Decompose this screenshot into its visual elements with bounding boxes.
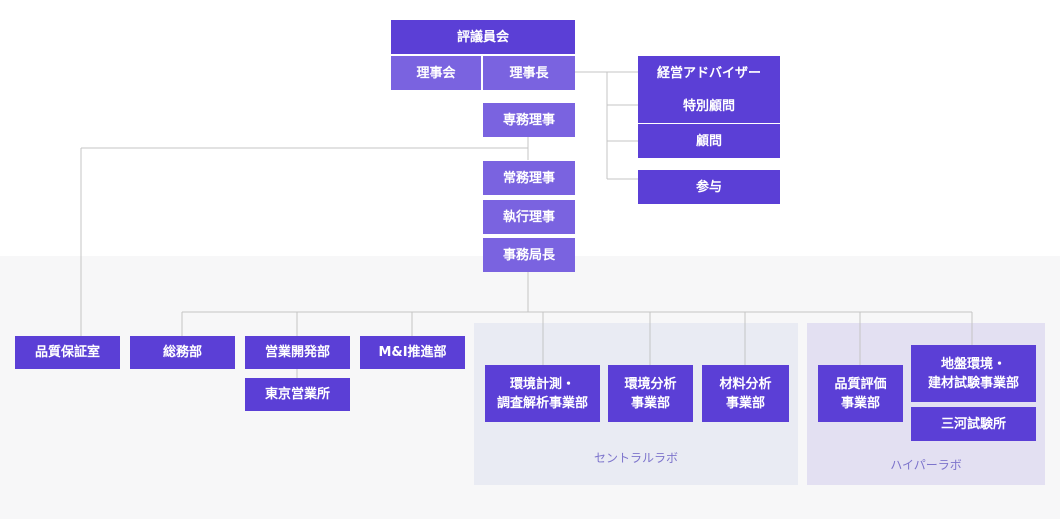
ground-env-box: 地盤環境・ 建材試験事業部	[911, 345, 1036, 402]
sales-development-box: 営業開発部	[245, 336, 350, 369]
quality-assurance-box: 品質保証室	[15, 336, 120, 369]
management-advisor-box: 経営アドバイザー	[638, 56, 780, 90]
central-lab-label: セントラルラボ	[593, 451, 678, 465]
chairman-box: 理事長	[483, 56, 575, 90]
tokyo-sales-office-box: 東京営業所	[245, 378, 350, 411]
secretary-general-box: 事務局長	[483, 238, 575, 272]
material-analysis-box: 材料分析 事業部	[702, 365, 789, 422]
env-measurement-box: 環境計測・ 調査解析事業部	[485, 365, 600, 422]
executive-director-box: 執行理事	[483, 200, 575, 234]
general-affairs-box: 総務部	[130, 336, 235, 369]
mikawa-lab-box: 三河試験所	[911, 407, 1036, 441]
counselor-box: 参与	[638, 170, 780, 204]
council-box: 評議員会	[391, 20, 575, 54]
quality-evaluation-box: 品質評価 事業部	[818, 365, 903, 422]
env-analysis-box: 環境分析 事業部	[608, 365, 693, 422]
mi-promotion-box: M&I推進部	[360, 336, 465, 369]
special-advisor-box: 特別顧問	[638, 89, 780, 123]
senior-director-box: 専務理事	[483, 103, 575, 137]
managing-director-box: 常務理事	[483, 161, 575, 195]
board-box: 理事会	[391, 56, 481, 90]
hyper-lab-label: ハイパーラボ	[890, 458, 962, 472]
advisor-box: 顧問	[638, 124, 780, 158]
